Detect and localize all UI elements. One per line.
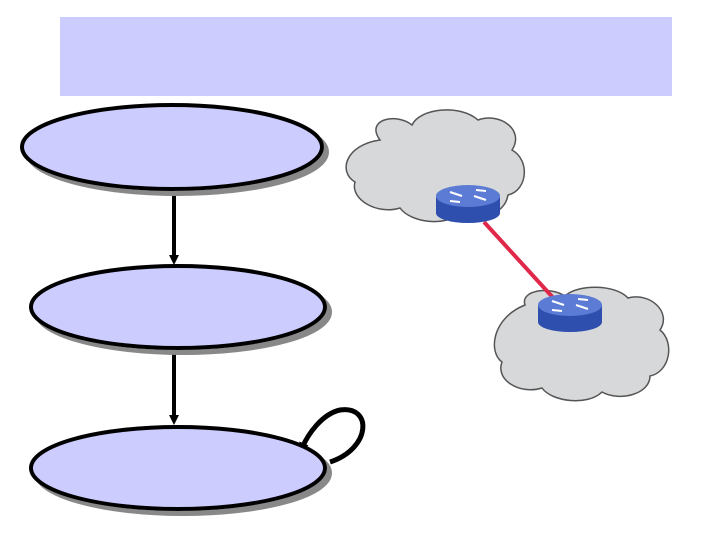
network-link <box>482 220 559 304</box>
transitions <box>169 190 366 465</box>
title-banner <box>60 17 672 96</box>
network-illustration <box>345 109 670 402</box>
state-node-bottom[interactable] <box>29 425 327 511</box>
router-icon <box>538 294 602 332</box>
state-node-middle[interactable] <box>29 264 327 350</box>
state-ellipse-middle[interactable] <box>29 264 327 350</box>
title-banner-background <box>60 17 672 96</box>
states <box>20 103 327 511</box>
state-node-top[interactable] <box>20 103 324 191</box>
state-ellipse-bottom[interactable] <box>29 425 327 511</box>
self-loop-arrow-bottom <box>299 407 366 465</box>
router-icon <box>436 185 500 223</box>
state-ellipse-top[interactable] <box>20 103 324 191</box>
